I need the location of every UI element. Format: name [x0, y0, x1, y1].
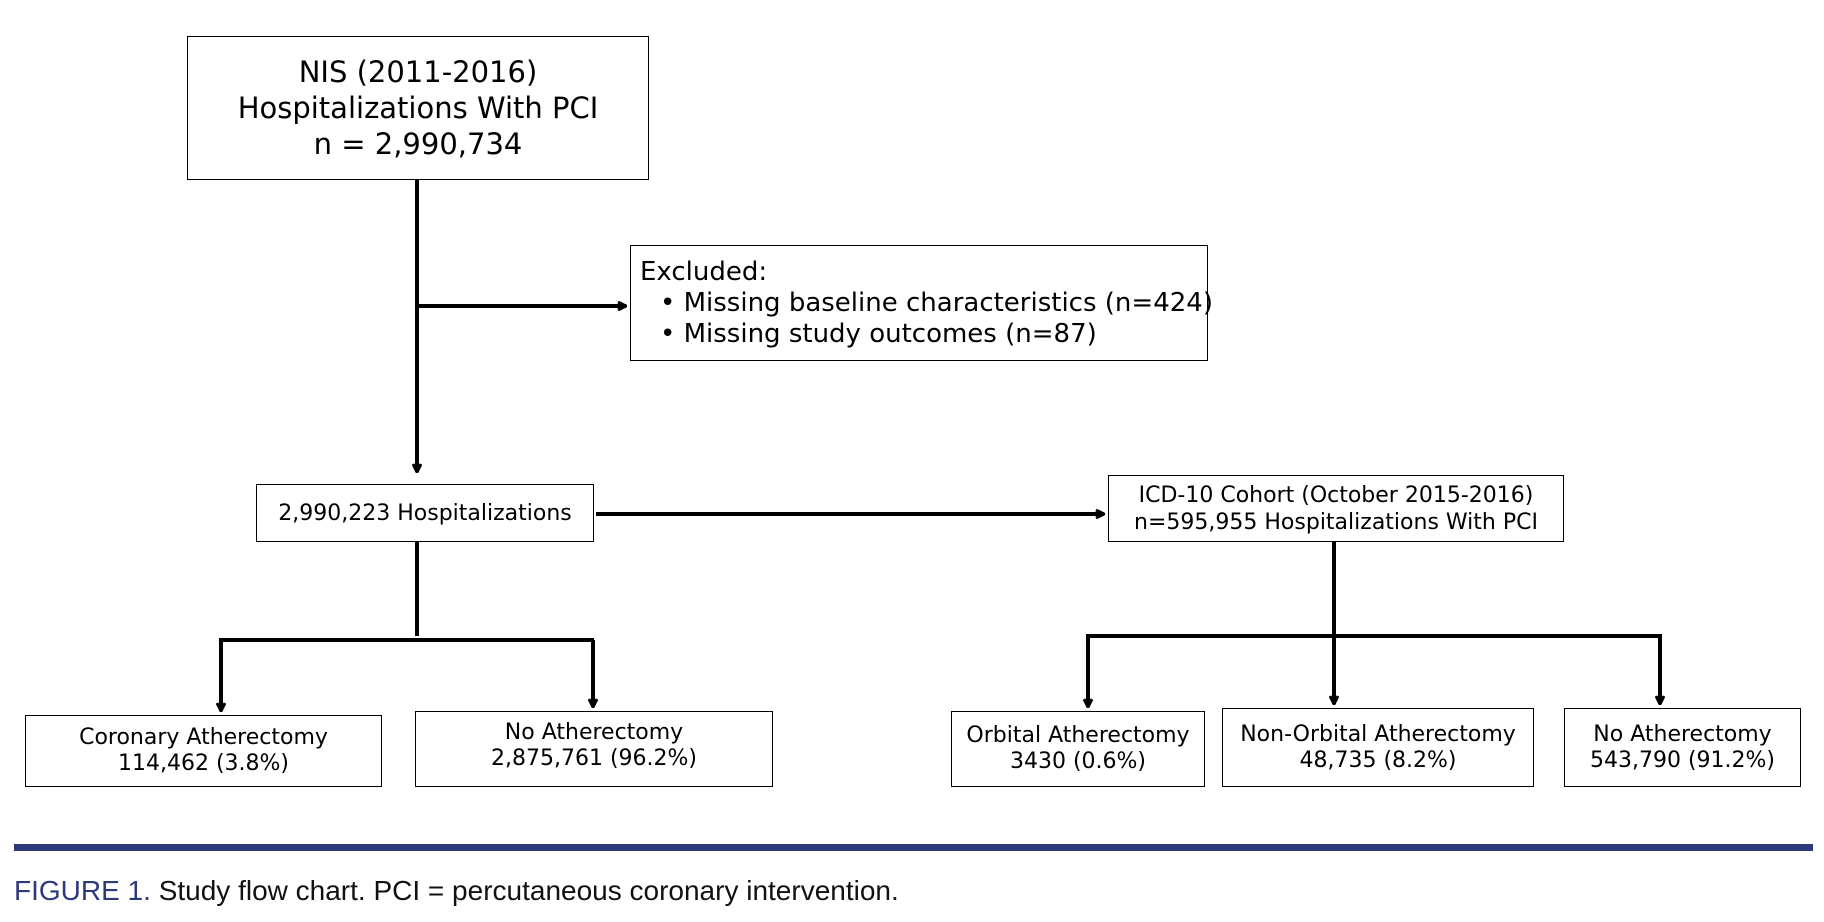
- no-atherectomy-left-box: No Atherectomy 2,875,761 (96.2%): [415, 711, 773, 787]
- outcome-value: 2,875,761 (96.2%): [490, 746, 697, 771]
- orbital-atherectomy-box: Orbital Atherectomy 3430 (0.6%): [951, 711, 1205, 787]
- source-population-box: NIS (2011-2016) Hospitalizations With PC…: [187, 36, 649, 180]
- coronary-atherectomy-box: Coronary Atherectomy 114,462 (3.8%): [25, 715, 382, 787]
- outcome-name: Coronary Atherectomy: [79, 725, 328, 750]
- icd10-cohort-title: ICD-10 Cohort (October 2015-2016): [1138, 482, 1534, 508]
- outcome-name: No Atherectomy: [504, 720, 684, 745]
- source-subtitle: Hospitalizations With PCI: [237, 91, 599, 125]
- source-title: NIS (2011-2016): [298, 55, 538, 89]
- outcome-value: 114,462 (3.8%): [117, 751, 290, 776]
- icd10-cohort-box: ICD-10 Cohort (October 2015-2016) n=595,…: [1108, 475, 1564, 542]
- excluded-heading: Excluded:: [640, 256, 768, 287]
- figure-caption: FIGURE 1. Study flow chart. PCI = percut…: [14, 875, 899, 907]
- outcome-value: 3430 (0.6%): [1009, 749, 1147, 774]
- outcome-name: No Atherectomy: [1593, 721, 1772, 747]
- outcome-name: Non-Orbital Atherectomy: [1240, 721, 1516, 747]
- non-orbital-atherectomy-box: Non-Orbital Atherectomy 48,735 (8.2%): [1222, 708, 1534, 787]
- no-atherectomy-right-box: No Atherectomy 543,790 (91.2%): [1564, 708, 1801, 787]
- figure-caption-text: Study flow chart. PCI = percutaneous cor…: [150, 875, 899, 906]
- source-count: n = 2,990,734: [313, 127, 523, 161]
- figure-label: FIGURE 1.: [14, 875, 151, 906]
- excluded-item: • Missing study outcomes (n=87): [660, 318, 1097, 349]
- icd10-cohort-count: n=595,955 Hospitalizations With PCI: [1134, 509, 1538, 535]
- hospitalizations-label: 2,990,223 Hospitalizations: [278, 500, 572, 526]
- outcome-value: 543,790 (91.2%): [1589, 747, 1776, 773]
- excluded-item: • Missing baseline characteristics (n=42…: [660, 287, 1213, 318]
- caption-divider: [14, 844, 1813, 851]
- hospitalizations-box: 2,990,223 Hospitalizations: [256, 484, 594, 542]
- outcome-value: 48,735 (8.2%): [1299, 747, 1457, 773]
- excluded-box: Excluded: • Missing baseline characteris…: [630, 245, 1213, 361]
- outcome-name: Orbital Atherectomy: [966, 723, 1190, 748]
